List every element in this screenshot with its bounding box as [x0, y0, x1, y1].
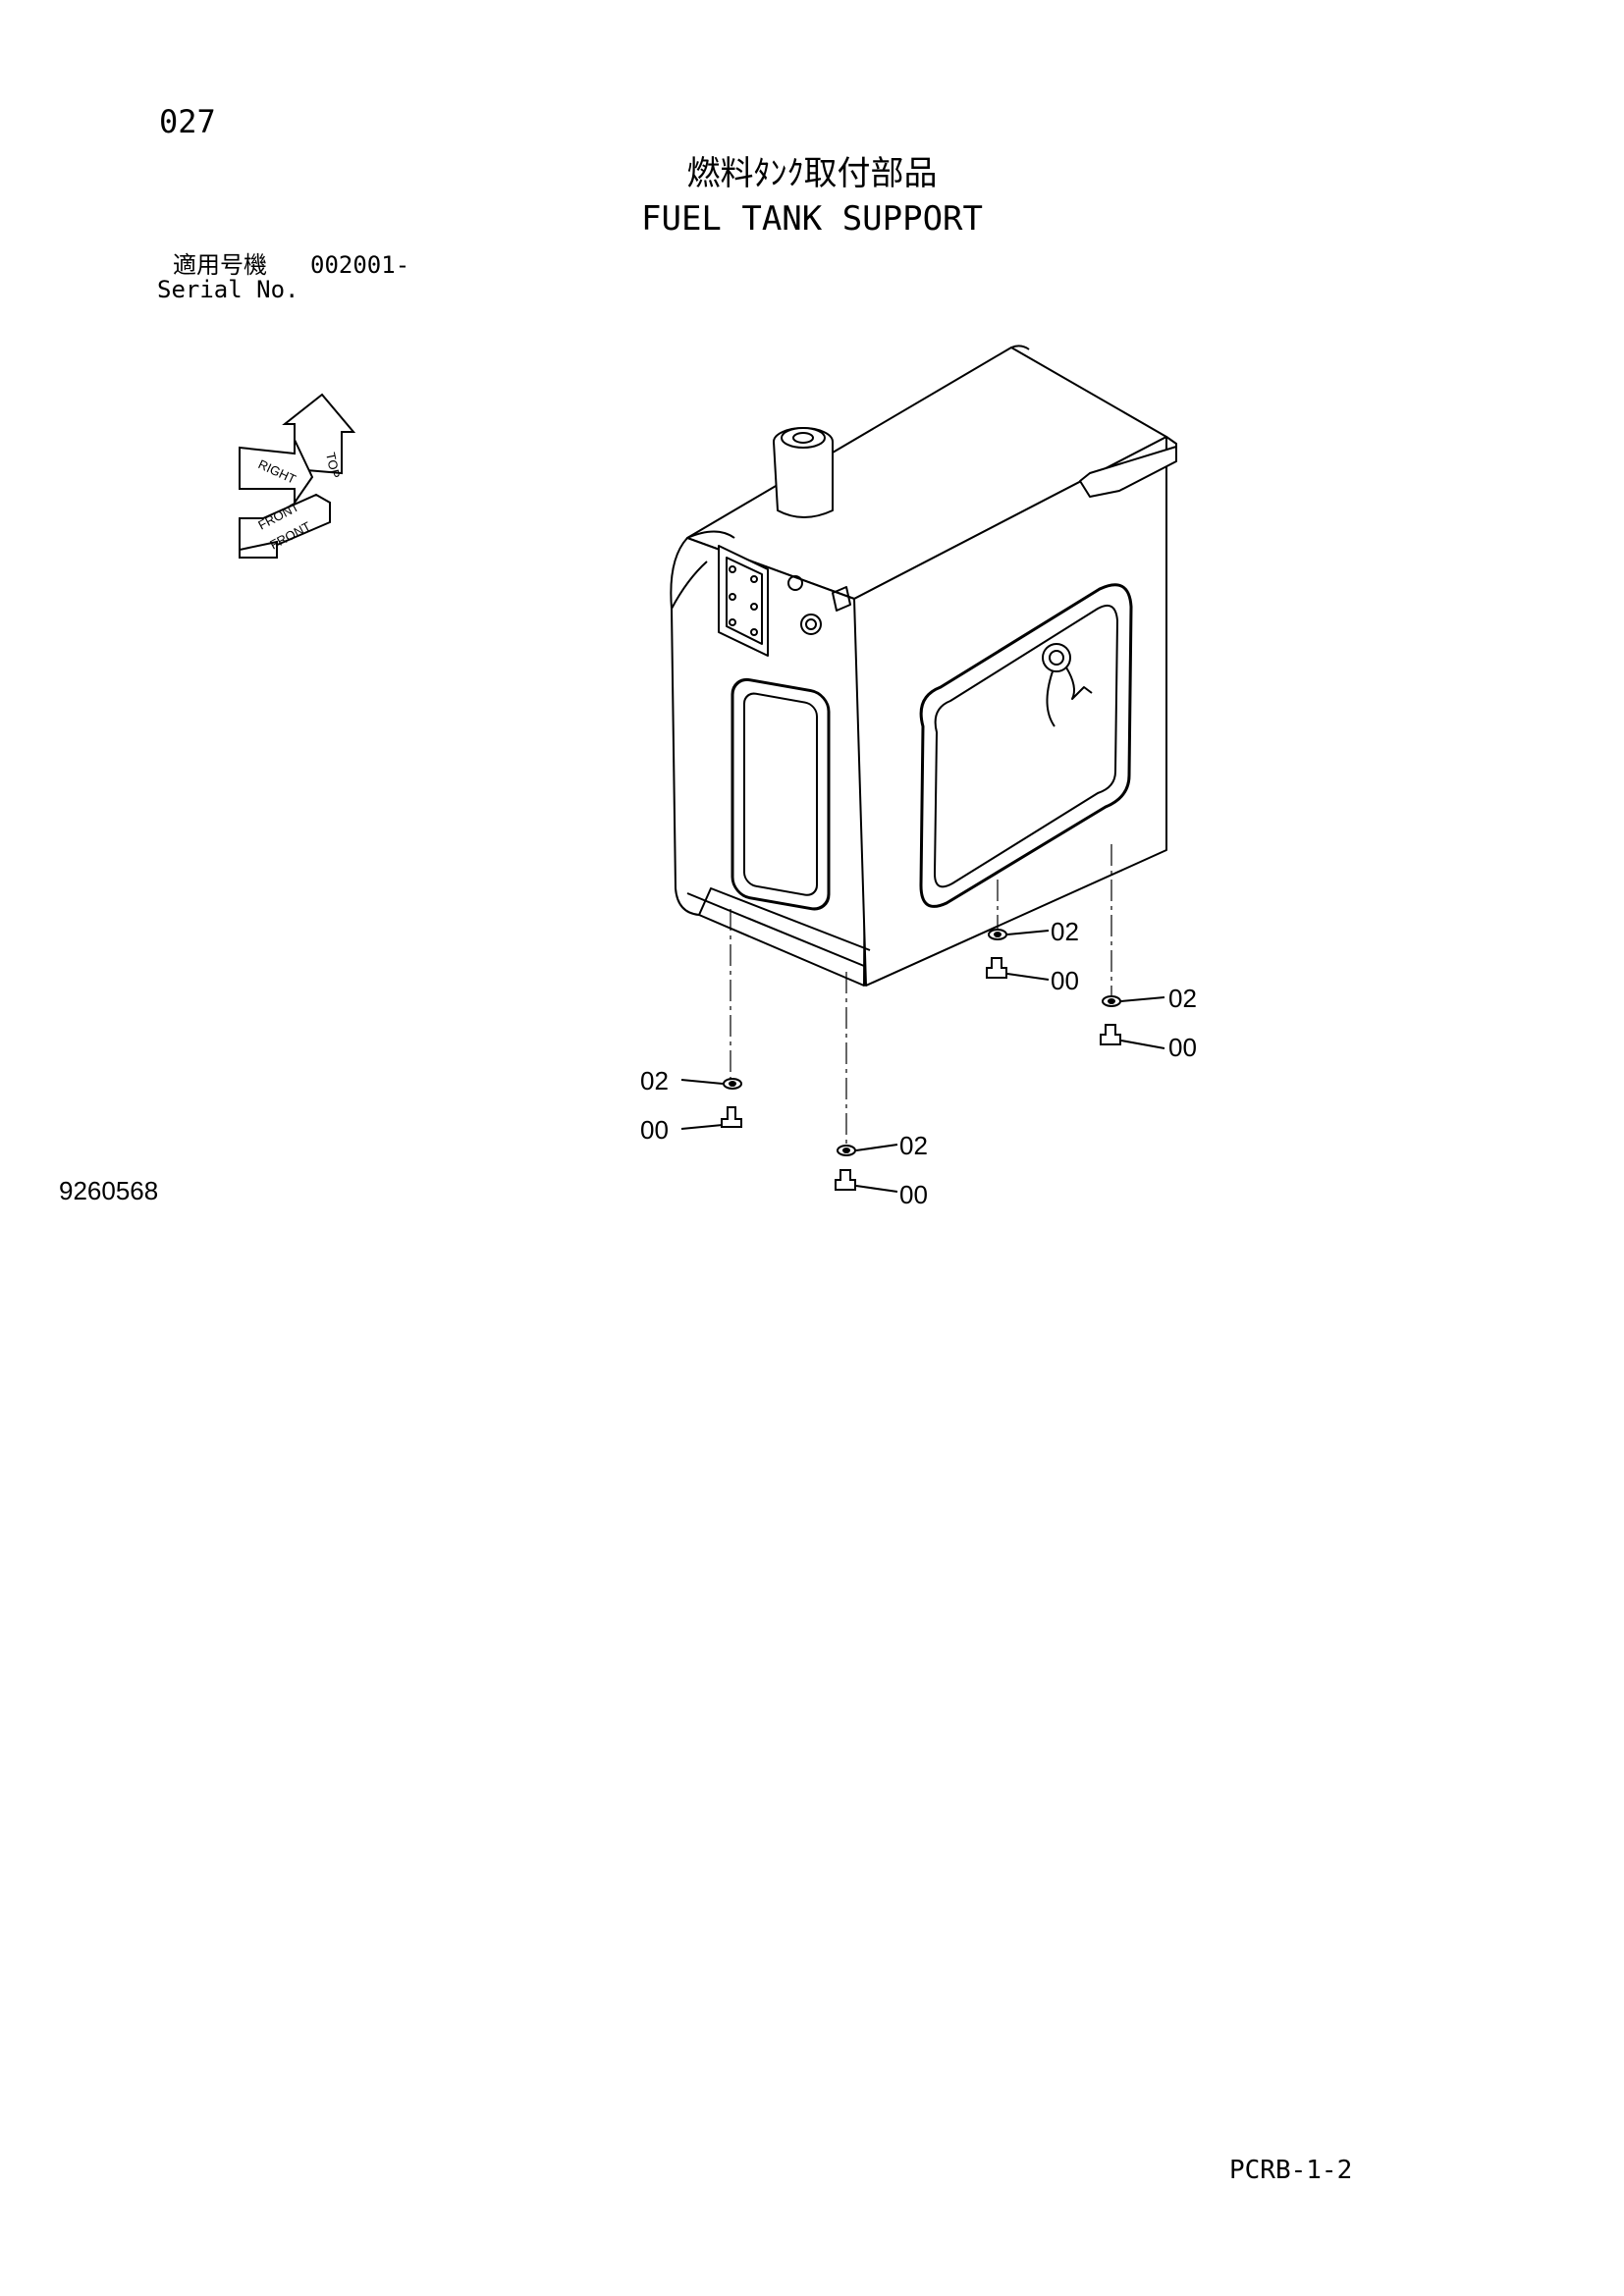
- page-code: PCRB-1-2: [1229, 2156, 1353, 2185]
- hardware: [680, 929, 1165, 1193]
- callout-washer: 02: [640, 1066, 669, 1095]
- bolt-icon: [986, 957, 1007, 979]
- tank-bracket: [1079, 446, 1177, 498]
- callout-washer: 02: [1168, 984, 1197, 1013]
- switch-icon: [832, 586, 851, 612]
- tank-right-face: [853, 436, 1167, 987]
- front-window: [731, 677, 831, 911]
- serial-label-japanese: 適用号機: [173, 251, 267, 279]
- serial-number-value: 002001-: [310, 251, 410, 279]
- callout-bolt: 00: [899, 1180, 928, 1209]
- callout-bolt: 00: [1168, 1033, 1197, 1062]
- fitting-icon: [787, 575, 803, 591]
- drain-plug-icon: [800, 614, 822, 635]
- bolt-icon: [721, 1106, 742, 1128]
- bolt-icon: [1100, 1024, 1121, 1045]
- page-title-english: FUEL TANK SUPPORT: [641, 199, 983, 239]
- serial-label-english: Serial No.: [157, 276, 299, 303]
- page-number: 027: [159, 103, 216, 140]
- side-window: [919, 583, 1133, 908]
- orientation-top-label: TOP: [323, 452, 343, 480]
- callout-labels: 02 00 02 00 02 00 02 00: [640, 917, 1197, 1209]
- center-lines: [730, 844, 1112, 1147]
- filler-cap-icon: [773, 427, 834, 518]
- fuel-tank: [670, 345, 1177, 987]
- bolt-icon: [835, 1169, 856, 1191]
- callout-washer: 02: [899, 1131, 928, 1160]
- drawing-number: 9260568: [59, 1176, 159, 1205]
- tank-bottom-skid: [698, 887, 871, 951]
- page-title-japanese: 燃料ﾀﾝｸ取付部品: [686, 154, 938, 193]
- callout-washer: 02: [1051, 917, 1079, 946]
- callout-bolt: 00: [1051, 966, 1079, 995]
- front-arrow-tail-icon: [239, 540, 278, 559]
- front-mount-plate: [718, 545, 769, 657]
- orientation-indicator: TOP RIGHT FRONT FRONT: [239, 393, 356, 559]
- right-arrow-icon: [239, 439, 314, 507]
- callout-bolt: 00: [640, 1115, 669, 1145]
- level-gauge-icon: [1042, 643, 1093, 727]
